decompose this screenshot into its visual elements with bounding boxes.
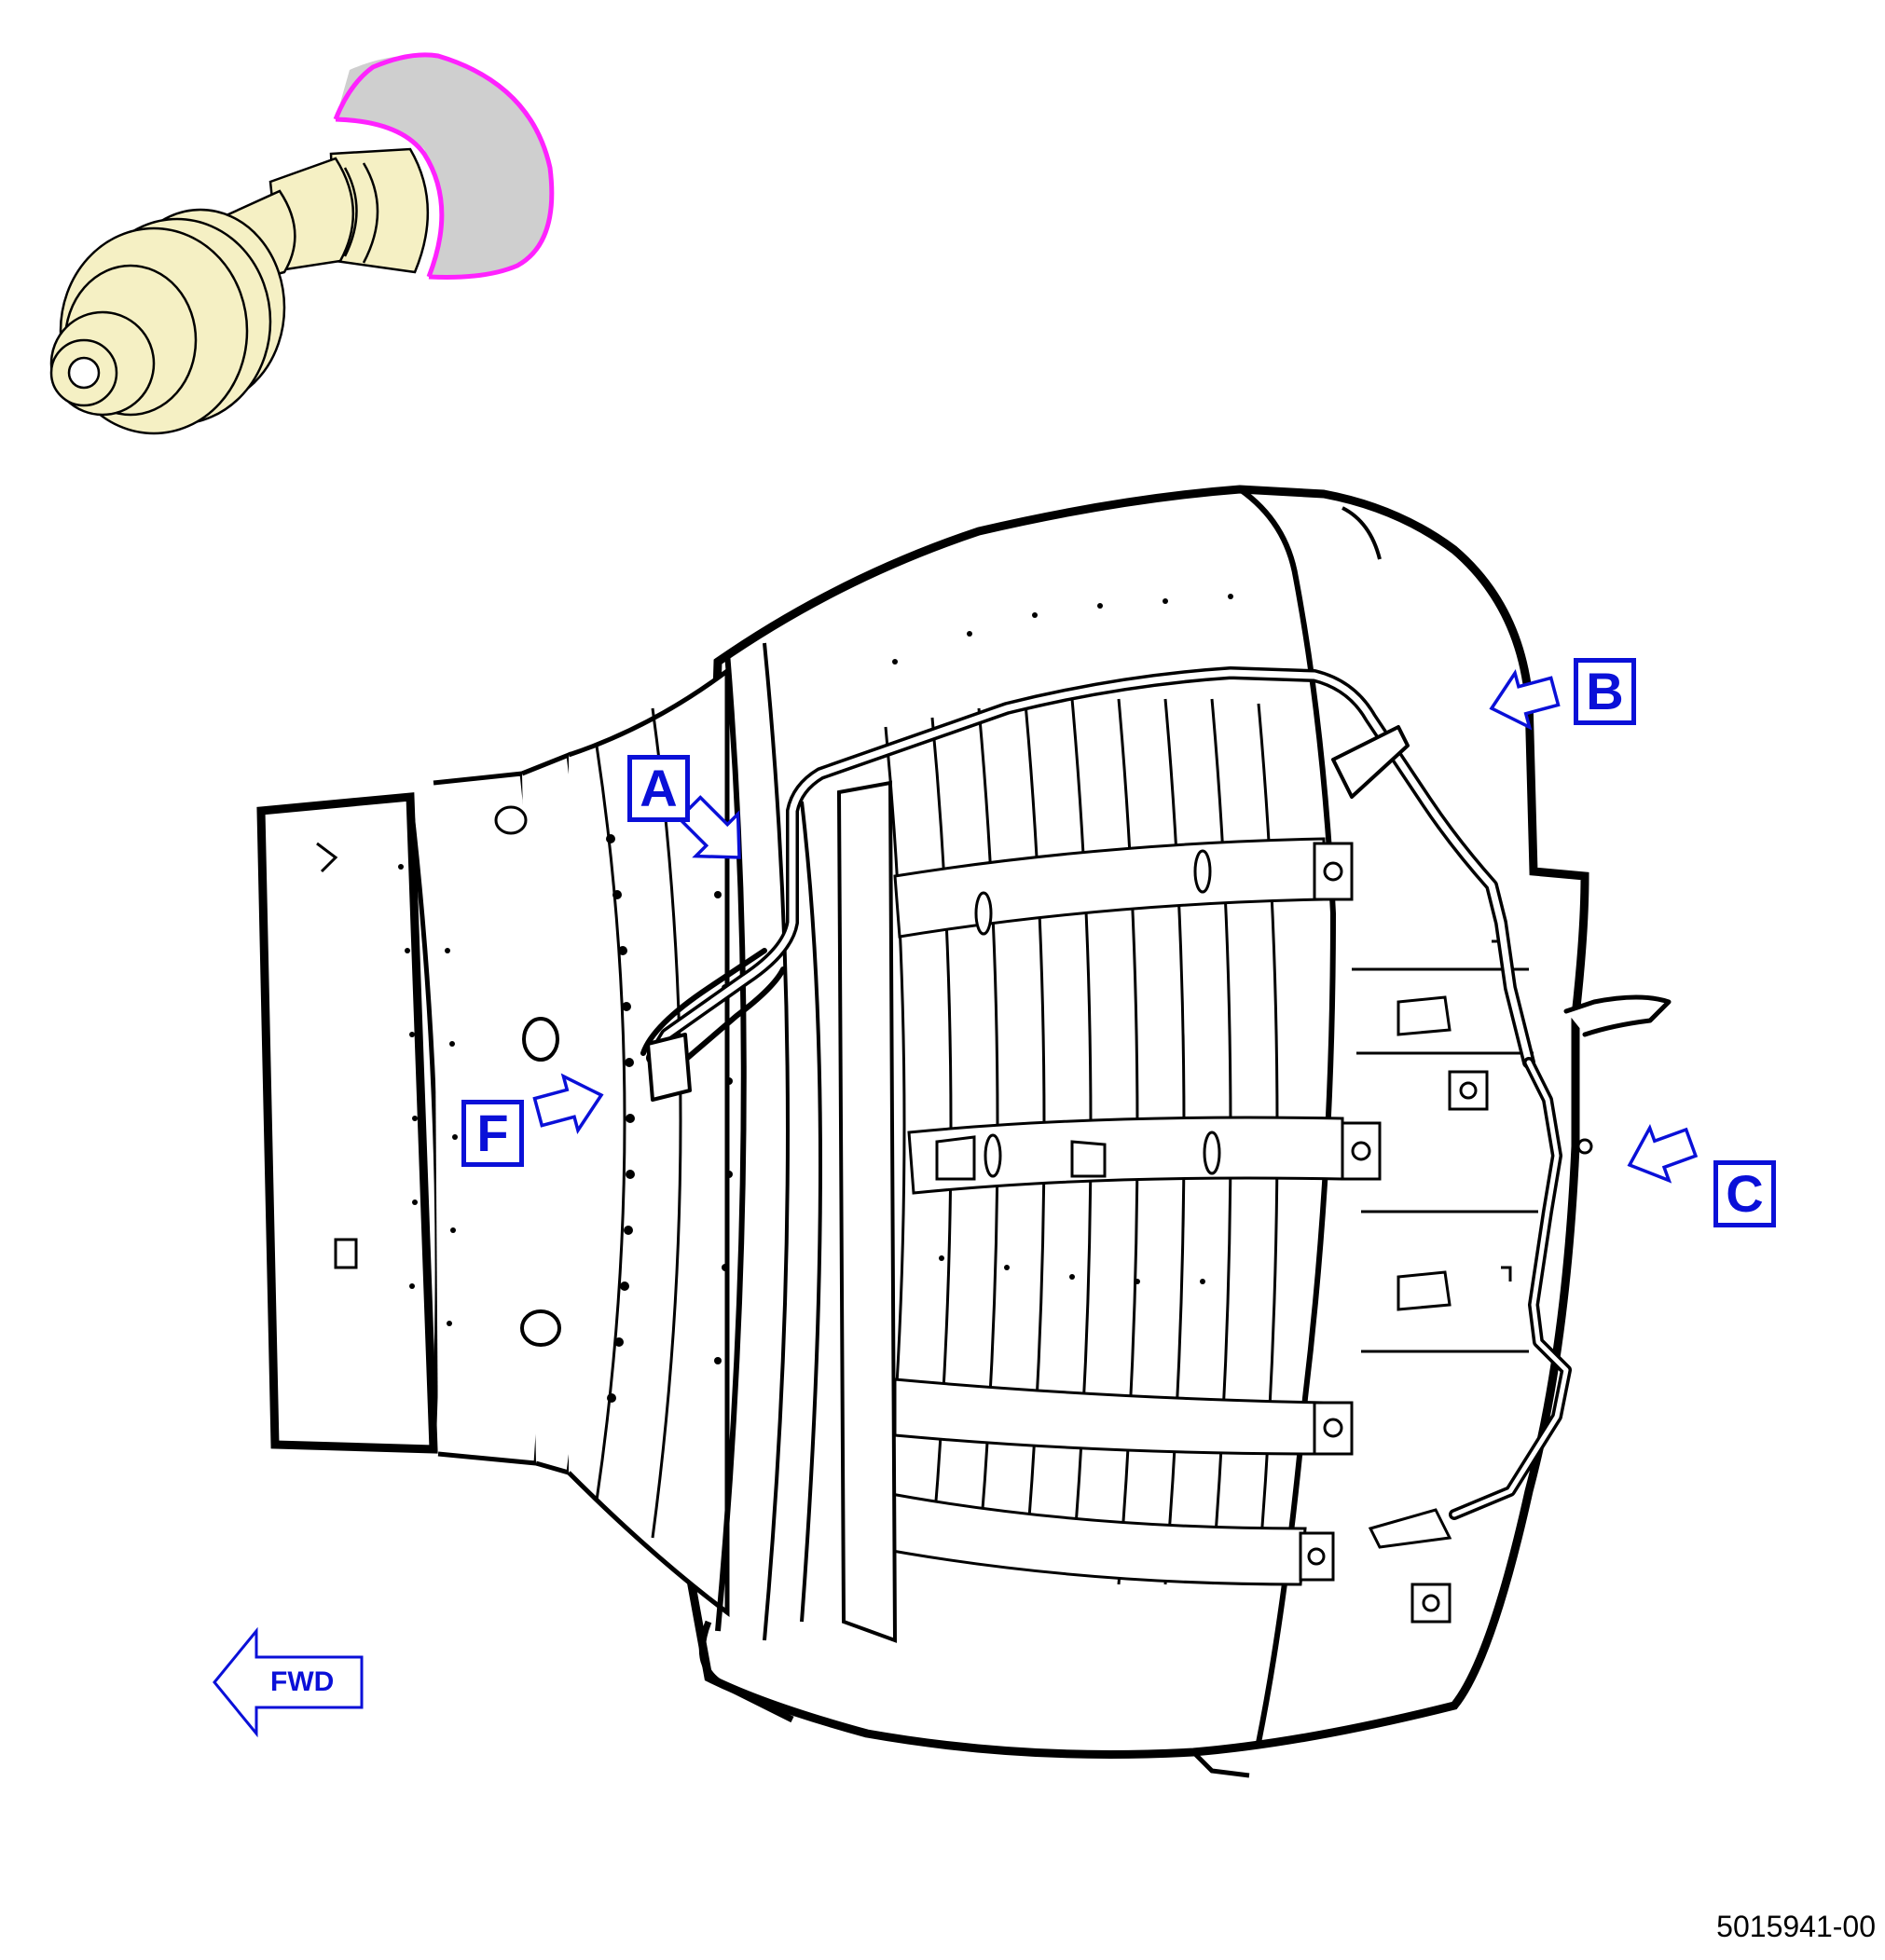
engine-case — [256, 485, 1589, 1778]
callout-b: B — [1574, 658, 1636, 725]
engine-locator-icon — [49, 52, 555, 435]
callout-c: C — [1713, 1160, 1776, 1227]
view-arrow-b — [1489, 669, 1561, 731]
forward-arrow-icon — [213, 1626, 364, 1738]
callout-f: F — [461, 1100, 524, 1167]
tube-assembly — [640, 666, 1672, 1520]
callout-a: A — [627, 755, 690, 822]
view-arrow-f — [532, 1073, 604, 1134]
view-arrow-icon — [532, 669, 1699, 1184]
fwd-label: FWD — [270, 1666, 335, 1697]
figure-number: 5015941-00 — [1716, 1910, 1876, 1943]
view-arrow-c — [1627, 1123, 1699, 1184]
